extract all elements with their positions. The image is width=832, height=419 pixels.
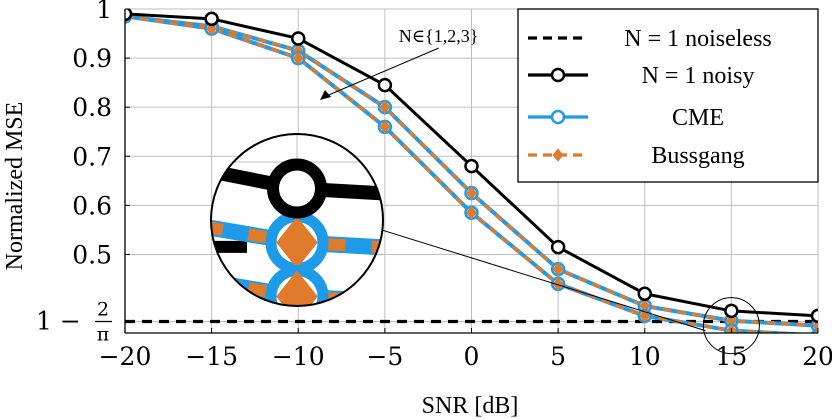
y-tick-special-denominator: π <box>97 324 110 346</box>
y-tick-label: 0.5 <box>72 240 112 269</box>
legend-label: CME <box>672 105 724 131</box>
legend-swatch-marker <box>552 148 564 162</box>
zoom-bussgang-marker <box>276 216 318 269</box>
legend-label: Bussgang <box>651 143 744 169</box>
bussgang-marker <box>639 309 651 323</box>
x-tick-label: 20 <box>802 342 832 371</box>
y-tick-label: 0.6 <box>72 191 112 220</box>
y-tick-special-prefix: 1 − <box>36 307 81 336</box>
noisy-marker <box>377 77 393 93</box>
y-tick-label: 0.7 <box>72 142 112 171</box>
zoom-bussgang-marker <box>276 270 318 306</box>
x-tick-label: −20 <box>99 342 152 371</box>
legend-swatch-marker <box>550 67 566 83</box>
bussgang-marker <box>379 120 391 134</box>
legend-label: N = 1 noiseless <box>624 26 772 52</box>
noisy-marker <box>810 308 818 324</box>
zoom-noisy-marker <box>267 158 327 219</box>
annotation-arrowhead <box>320 90 331 100</box>
y-tick-special-numerator: 2 <box>97 299 109 321</box>
y-axis-title: Normalized MSE <box>2 102 28 271</box>
noisy-marker <box>125 9 133 22</box>
y-tick-label: 1 <box>96 0 112 24</box>
y-tick-label: 0.8 <box>72 93 112 122</box>
bussgang-marker <box>292 51 304 65</box>
annotation-arrow <box>323 47 439 98</box>
bussgang-marker <box>466 186 477 200</box>
noisy-marker <box>204 11 219 27</box>
series-layer <box>125 9 818 355</box>
zoom-inset <box>210 133 706 332</box>
annotation-n-set: N∈{1,2,3} <box>399 26 479 46</box>
bussgang-marker <box>814 328 818 333</box>
y-tick-label: 0.9 <box>72 44 112 73</box>
bussgang-marker <box>379 100 391 114</box>
legend-swatch-marker <box>550 109 566 125</box>
bussgang-marker <box>466 205 477 220</box>
noisy-marker <box>724 303 739 319</box>
x-tick-label: 5 <box>550 342 566 371</box>
annotation-layer: N∈{1,2,3} <box>320 26 478 100</box>
bussgang-marker <box>552 277 564 291</box>
axis-layer: −20 −15 −10 −5 0 5 10 15 20 0.5 0.6 0.7 0.8 0.9 1 1 − 2 π <box>36 0 832 371</box>
x-tick-label: 0 <box>464 342 480 371</box>
noisy-marker <box>637 286 652 301</box>
legend-box <box>517 8 819 183</box>
bussgang-marker <box>552 262 564 276</box>
zoom-inset-content <box>211 134 383 306</box>
x-tick-label: −10 <box>272 342 325 371</box>
x-axis-title: SNR [dB] <box>422 393 519 419</box>
x-tick-label: −15 <box>185 342 238 371</box>
zoom-target-circle <box>702 297 760 355</box>
x-tick-label: −5 <box>366 342 403 371</box>
zoom-connector-line <box>378 228 706 332</box>
noisy-marker <box>291 31 306 46</box>
noisy-marker <box>550 239 566 255</box>
legend-label: N = 1 noisy <box>642 63 755 89</box>
zoom-inset-border <box>210 133 384 307</box>
x-tick-label: 15 <box>715 342 747 371</box>
noisy-marker <box>464 158 479 174</box>
x-tick-label: 10 <box>629 342 661 371</box>
plot-area <box>125 9 818 333</box>
